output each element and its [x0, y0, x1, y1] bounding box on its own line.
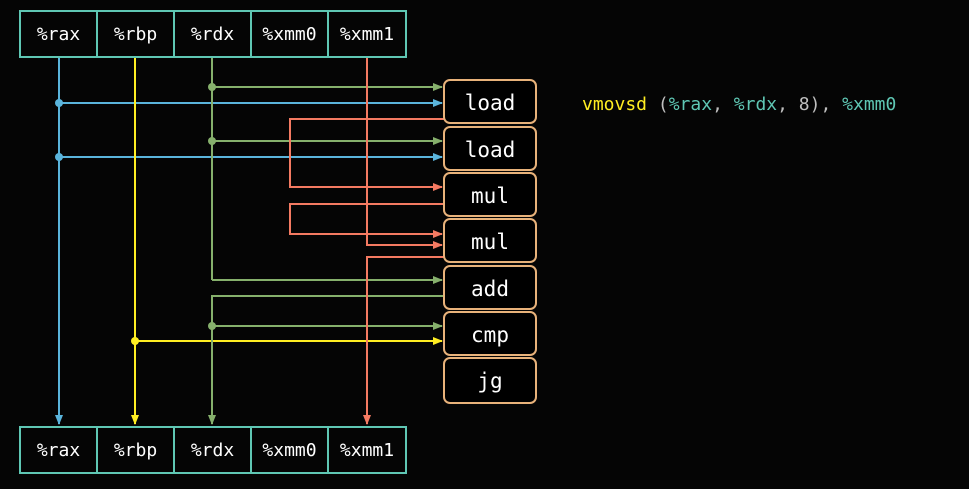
op-box-add: [443, 265, 537, 310]
add-to-rdx-wire: [208, 295, 444, 425]
asm-mnemonic: vmovsd: [582, 94, 647, 115]
junction-dot: [131, 337, 139, 345]
register-bank-bottom: %rax %rbp %rdx %xmm0 %xmm1: [19, 426, 407, 474]
register-top-rbp: %rbp: [114, 24, 157, 45]
op-box-cmp: [443, 311, 537, 356]
junction-dot: [55, 99, 63, 107]
op-box-mul-2: [443, 218, 537, 263]
asm-sep-1: ,: [712, 94, 734, 115]
junction-dot: [208, 137, 216, 145]
connection-wires: [55, 57, 444, 425]
register-bank-bottom-frame: [19, 426, 407, 474]
junction-dot: [208, 322, 216, 330]
register-bottom-xmm0: %xmm0: [262, 440, 316, 461]
op-label-cmp: cmp: [471, 323, 509, 347]
op-label-load-2: load: [465, 138, 516, 162]
op-label-add: add: [471, 277, 509, 301]
register-top-rax: %rax: [37, 24, 81, 45]
mul2-to-xmm1-wire: [363, 256, 444, 425]
asm-reg-xmm0: %xmm0: [842, 94, 896, 115]
register-top-xmm0: %xmm0: [262, 24, 316, 45]
op-label-mul-1: mul: [471, 184, 509, 208]
register-top-rdx: %rdx: [191, 24, 235, 45]
asm-sep-2: , 8),: [777, 94, 842, 115]
register-bottom-rdx: %rdx: [191, 440, 235, 461]
junction-dots: [55, 83, 216, 345]
asm-reg-rdx: %rdx: [734, 94, 778, 115]
xmm1-to-mul2-wire: [366, 57, 443, 249]
op-box-load-1: [443, 79, 537, 124]
op-label-load-1: load: [465, 91, 516, 115]
op-label-mul-2: mul: [471, 230, 509, 254]
junction-dot: [208, 83, 216, 91]
asm-open: (: [647, 94, 669, 115]
asm-reg-rax: %rax: [669, 94, 713, 115]
op-box-load-2: [443, 126, 537, 171]
operation-column: load load mul mul add cmp jg: [443, 79, 537, 404]
register-bottom-rbp: %rbp: [114, 440, 157, 461]
op-box-mul-1: [443, 172, 537, 217]
assembly-instruction: vmovsd (%rax, %rdx, 8), %xmm0: [582, 94, 896, 115]
register-bottom-rax: %rax: [37, 440, 81, 461]
junction-dot: [55, 153, 63, 161]
register-top-xmm1: %xmm1: [340, 24, 394, 45]
register-bank-top-frame: [19, 10, 407, 58]
register-bottom-xmm1: %xmm1: [340, 440, 394, 461]
op-box-jg: [443, 357, 537, 404]
op-label-jg: jg: [477, 369, 502, 393]
register-bank-top: %rax %rbp %rdx %xmm0 %xmm1: [19, 10, 407, 58]
